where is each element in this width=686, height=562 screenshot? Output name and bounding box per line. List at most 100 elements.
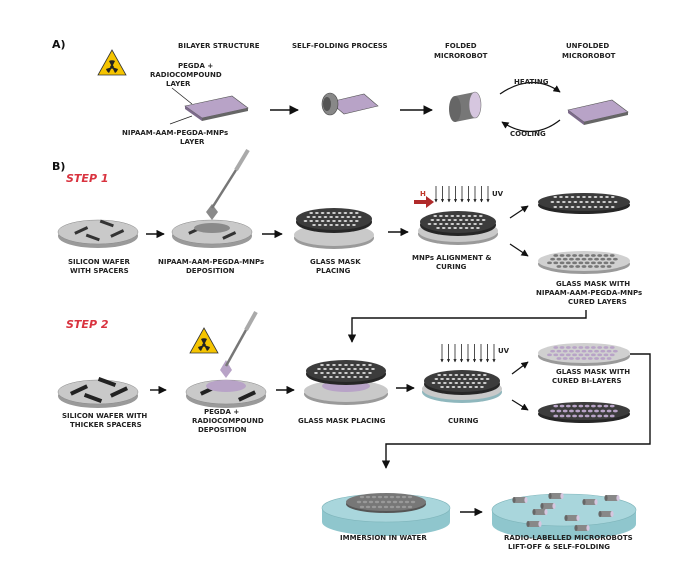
- final-microrobots: [512, 493, 620, 531]
- pattern-dot: [562, 257, 568, 261]
- rolled-microrobot: [598, 511, 614, 517]
- pattern-dot: [553, 414, 559, 418]
- pattern-dot: [356, 372, 360, 375]
- pattern-dot: [332, 372, 336, 375]
- pattern-dot: [365, 505, 371, 509]
- pattern-dot: [338, 372, 342, 375]
- pattern-dot: [445, 377, 450, 380]
- pattern-dot: [357, 215, 362, 218]
- pattern-dot: [550, 349, 556, 353]
- s1-cured-layers: [547, 254, 618, 268]
- pattern-dot: [480, 386, 484, 389]
- pattern-dot: [320, 220, 325, 223]
- pattern-dot: [401, 505, 407, 509]
- immersion-dish: [321, 493, 451, 536]
- pattern-dot: [605, 196, 609, 199]
- pattern-dot: [606, 409, 612, 413]
- magnetic-field-arrow: [414, 196, 434, 208]
- pattern-dot: [572, 261, 577, 265]
- pattern-dot: [323, 224, 328, 227]
- pattern-dot: [468, 386, 473, 389]
- pattern-dot: [468, 377, 473, 380]
- pattern-dot: [556, 349, 562, 353]
- unfolded-label-2: MICROROBOT: [562, 52, 616, 60]
- pattern-dot: [550, 201, 555, 203]
- pattern-dot: [562, 265, 568, 268]
- pattern-dot: [576, 205, 581, 208]
- pattern-dot: [597, 404, 603, 408]
- pattern-dot: [404, 500, 410, 504]
- pattern-dot: [407, 505, 413, 509]
- pattern-dot: [606, 349, 612, 353]
- s2-arrow-up: [511, 361, 529, 375]
- pattern-dot: [597, 254, 603, 257]
- pattern-dot: [453, 218, 457, 221]
- s2-mask-holes: [314, 363, 375, 379]
- pattern-dot: [359, 505, 365, 509]
- bottom-layer-pointer: [169, 115, 193, 125]
- pattern-dot: [559, 196, 563, 199]
- final-label-2: LIFT-OFF & SELF-FOLDING: [508, 543, 610, 551]
- s1-curing-label-2: CURING: [436, 263, 467, 271]
- bilayer-slab: [184, 95, 249, 121]
- pattern-dot: [430, 218, 435, 221]
- pattern-dot: [578, 254, 584, 257]
- pattern-dot: [572, 404, 577, 408]
- pattern-dot: [584, 261, 590, 265]
- pattern-dot: [346, 224, 351, 227]
- pattern-dot: [338, 363, 342, 366]
- s2-curing-holes: [431, 373, 490, 389]
- pattern-dot: [440, 386, 444, 389]
- pattern-dot: [578, 414, 584, 418]
- s2-deposition-label-2: RADIOCOMPOUND: [192, 417, 264, 425]
- pattern-dot: [573, 201, 578, 203]
- s2-uv-arrows: [440, 344, 496, 363]
- rolled-microrobot: [582, 499, 598, 505]
- s1-wafer-label-1: SILICON WAFER: [68, 258, 130, 266]
- pattern-dot: [340, 224, 345, 227]
- pattern-dot: [578, 353, 584, 357]
- pattern-dot: [576, 196, 581, 199]
- pattern-dot: [570, 205, 575, 208]
- pattern-dot: [447, 227, 452, 230]
- final-dish: [491, 493, 637, 540]
- pattern-dot: [587, 409, 593, 413]
- pattern-dot: [562, 357, 568, 360]
- pattern-dot: [584, 346, 590, 349]
- pattern-dot: [562, 201, 566, 203]
- pattern-dot: [368, 372, 372, 375]
- pattern-dot: [352, 215, 356, 218]
- pattern-dot: [460, 373, 464, 376]
- section-a-marker: A): [52, 38, 66, 51]
- pattern-dot: [550, 257, 556, 261]
- rolled-microrobot: [548, 493, 564, 499]
- pattern-dot: [341, 367, 345, 370]
- pattern-dot: [464, 227, 469, 230]
- heating-arrow: [499, 81, 561, 95]
- s1-arrow-down: [509, 243, 529, 257]
- pattern-dot: [349, 220, 353, 223]
- pattern-dot: [609, 353, 615, 357]
- pattern-dot: [477, 382, 481, 385]
- pattern-dot: [450, 214, 455, 217]
- pattern-dot: [439, 214, 443, 217]
- pattern-dot: [547, 353, 552, 357]
- pattern-dot: [559, 353, 565, 357]
- pattern-dot: [572, 353, 577, 357]
- pattern-dot: [609, 261, 615, 265]
- pattern-dot: [356, 500, 362, 504]
- pattern-dot: [398, 500, 404, 504]
- pattern-dot: [476, 218, 480, 221]
- pattern-dot: [451, 377, 456, 380]
- pattern-dot: [371, 505, 377, 509]
- pattern-dot: [461, 214, 466, 217]
- pattern-dot: [474, 377, 479, 380]
- s1-silicon-wafer: [57, 219, 139, 248]
- pattern-dot: [448, 382, 453, 385]
- rolled-microrobot: [526, 521, 542, 527]
- pattern-dot: [323, 367, 327, 370]
- pattern-dot: [578, 261, 584, 265]
- pattern-dot: [591, 414, 596, 418]
- pattern-dot: [392, 500, 398, 504]
